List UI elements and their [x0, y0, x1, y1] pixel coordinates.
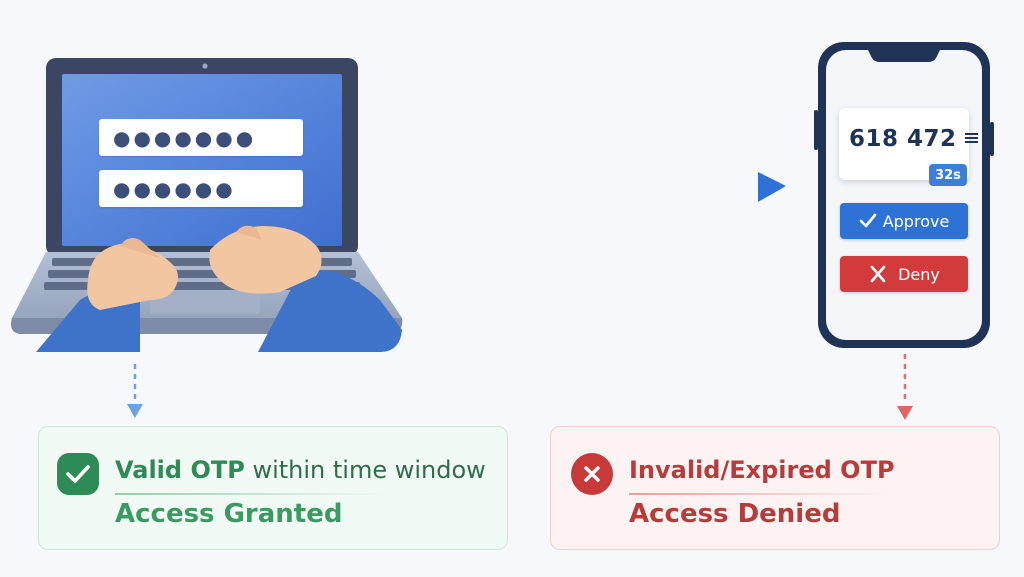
phone-icon [814, 42, 994, 348]
deny-label: Deny [898, 264, 940, 284]
access-granted-card: Valid OTP within time window Access Gran… [38, 426, 508, 550]
check-icon [66, 465, 90, 483]
check-icon [859, 213, 877, 228]
flow-arrow-icon [368, 172, 786, 202]
success-badge [57, 453, 99, 495]
otp-code: 618 472 [849, 126, 979, 152]
password-field-2[interactable]: ●●●●●● [99, 170, 303, 207]
granted-arrow-icon [127, 364, 143, 418]
denied-arrow-icon [897, 354, 913, 420]
password-field-1[interactable]: ●●●●●●● [99, 119, 303, 156]
access-granted-text: Access Granted [115, 499, 343, 529]
x-icon [870, 265, 886, 283]
access-denied-text: Access Denied [629, 499, 841, 529]
approve-button[interactable]: Approve [840, 203, 968, 239]
success-divider [115, 493, 385, 495]
otp-timer-badge: 32s [929, 164, 967, 186]
failure-divider [629, 493, 889, 495]
failure-condition-text: Invalid/Expired OTP [629, 456, 895, 484]
failure-badge [571, 453, 613, 495]
success-condition-text: Valid OTP within time window [115, 456, 486, 484]
access-denied-card: Invalid/Expired OTP Access Denied [550, 426, 1000, 550]
typing-hands-icon [36, 225, 402, 352]
deny-button[interactable]: Deny [840, 256, 968, 292]
approve-label: Approve [882, 211, 950, 231]
x-icon [584, 466, 600, 482]
menu-lines-icon [965, 133, 979, 143]
